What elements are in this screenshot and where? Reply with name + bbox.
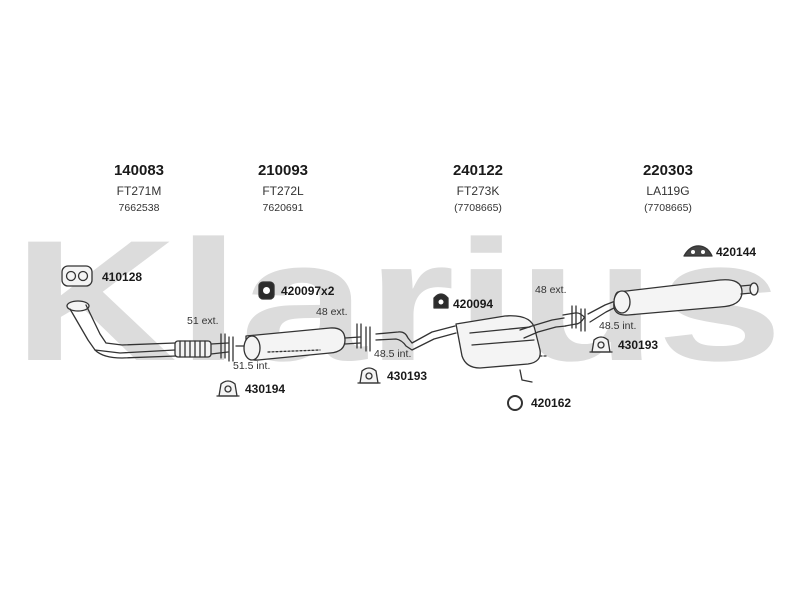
part-number: 240122 (452, 162, 504, 179)
fitting-label-430193-mid: 430193 (387, 369, 428, 383)
dim-int-2: 48.5 int. (374, 348, 412, 360)
rubber-mount-icon (589, 336, 613, 353)
fitting-label-420162: 420162 (531, 396, 572, 410)
rubber-mount-icon (216, 380, 240, 397)
clamp-icon (433, 293, 449, 309)
fitting-label-420094: 420094 (453, 297, 494, 311)
middle-silencer-icon (235, 327, 361, 361)
joint-marker-2 (356, 323, 371, 352)
rubber-mount-icon (357, 367, 381, 384)
part-code: FT272L (262, 184, 304, 198)
o-ring-icon (507, 395, 523, 411)
joint-marker-3 (571, 305, 586, 332)
clamp-icon (258, 281, 275, 300)
part-number: 140083 (113, 162, 165, 179)
rear-silencer-icon (587, 279, 759, 323)
oem-ref: 7662538 (118, 202, 160, 214)
front-pipe-icon (66, 300, 229, 359)
oem-ref: (7708665) (454, 202, 502, 214)
part-number: 220303 (642, 162, 694, 179)
dim-ext-2: 48 ext. (316, 306, 348, 318)
fitting-label-430193-rear: 430193 (618, 338, 659, 352)
hanger-icon (683, 245, 713, 257)
joint-marker-1 (220, 333, 234, 362)
fitting-label-410128: 410128 (102, 270, 143, 284)
oem-ref: 7620691 (262, 202, 304, 214)
fitting-label-420144: 420144 (716, 245, 757, 259)
section-header-3: 240122 FT273K (7708665) (418, 162, 538, 214)
rear-box-icon (375, 312, 586, 383)
part-code: FT273K (456, 184, 500, 198)
dim-ext-1: 51 ext. (187, 315, 219, 327)
part-code: LA119G (646, 184, 690, 198)
section-header-1: 140083 FT271M 7662538 (79, 162, 199, 214)
fitting-label-420097x2: 420097x2 (281, 284, 335, 298)
fitting-label-430194: 430194 (245, 382, 286, 396)
dim-ext-3: 48 ext. (535, 284, 567, 296)
dim-int-3: 48.5 int. (599, 320, 637, 332)
gasket-icon (61, 265, 93, 287)
part-code: FT271M (116, 184, 162, 198)
dim-int-1: 51.5 int. (233, 360, 271, 372)
oem-ref: (7708665) (644, 202, 692, 214)
section-header-2: 210093 FT272L 7620691 (223, 162, 343, 214)
part-number: 210093 (257, 162, 309, 179)
section-header-4: 220303 LA119G (7708665) (608, 162, 728, 214)
